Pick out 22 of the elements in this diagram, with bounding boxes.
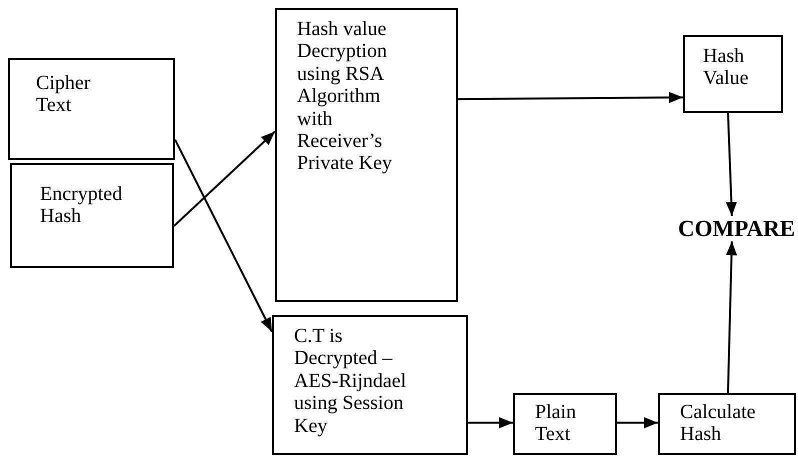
result-label: COMPARE [678,216,796,242]
arrow [617,417,658,428]
box-text: Hash Value [703,45,750,90]
arrow [458,92,683,104]
process-box [10,163,174,268]
box-text: Encrypted Hash [40,183,124,228]
process-box [683,35,783,113]
box-text: Cipher Text [36,72,92,117]
arrow [726,241,738,394]
arrow [468,417,513,428]
process-box [272,315,468,455]
process-box [275,8,458,302]
box-text: Calculate Hash [680,401,757,446]
box-text: Plain Text [535,401,578,446]
process-box [8,58,175,160]
arrow [173,130,276,227]
arrow [726,112,737,216]
process-box [513,393,617,455]
process-box [658,393,796,455]
arrow [174,139,273,332]
box-text: C.T is Decrypted – AES-Rijndael using Session Key [294,325,408,437]
box-text: Hash value Decryption using RSA Algorithm with Receiver’s Private Key [297,18,393,175]
